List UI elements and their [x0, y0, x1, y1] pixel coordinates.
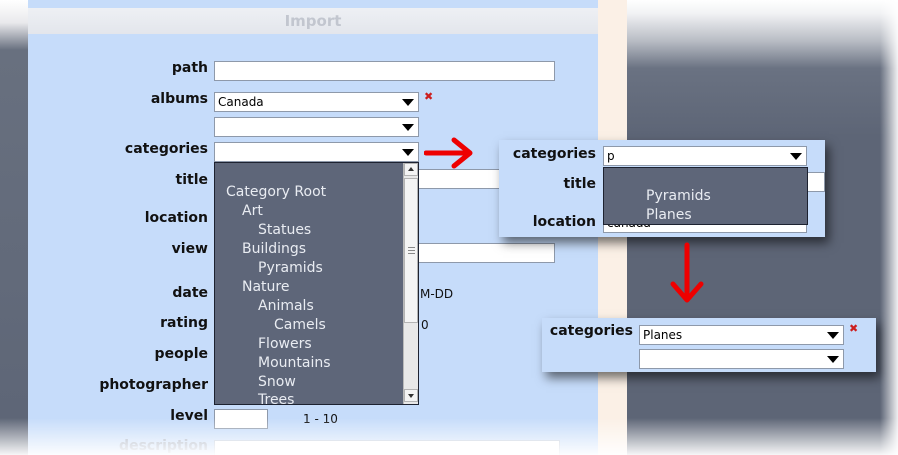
- people-label: people: [154, 346, 208, 362]
- dropdown-scrollbar[interactable]: [403, 163, 418, 404]
- scroll-up-icon[interactable]: [404, 163, 418, 176]
- category-option[interactable]: Nature: [242, 279, 290, 295]
- rating-range-hint: 0: [421, 318, 429, 332]
- rating-label: rating: [160, 315, 208, 331]
- category-option[interactable]: Trees: [258, 392, 295, 405]
- category-option[interactable]: Art: [242, 203, 263, 219]
- photographer-label: photographer: [99, 377, 208, 393]
- category-option[interactable]: Flowers: [258, 336, 312, 352]
- selected-categories-value: Planes: [643, 328, 683, 342]
- level-label: level: [170, 408, 208, 424]
- arrow-right-icon: [424, 137, 473, 169]
- category-option[interactable]: Pyramids: [258, 260, 323, 276]
- level-input[interactable]: [214, 409, 268, 429]
- chevron-down-icon: [827, 332, 839, 339]
- grip-icon: [408, 247, 415, 248]
- title-label: title: [175, 172, 208, 188]
- selected-categories-select-empty[interactable]: [639, 349, 844, 369]
- path-input[interactable]: [214, 61, 555, 81]
- category-option[interactable]: Planes: [646, 207, 692, 223]
- popup-categories-value: p: [607, 149, 615, 163]
- level-range-hint: 1 - 10: [303, 412, 338, 426]
- popup-title-input[interactable]: [806, 172, 825, 192]
- panel-title: Import: [28, 8, 598, 34]
- albums-label: albums: [150, 91, 208, 107]
- categories-select[interactable]: [214, 142, 419, 162]
- albums-select[interactable]: Canada: [214, 92, 419, 112]
- chevron-down-icon: [827, 356, 839, 363]
- category-option[interactable]: Statues: [258, 222, 312, 238]
- view-input[interactable]: [418, 243, 555, 263]
- date-label: date: [172, 285, 208, 301]
- popup-title-label: title: [563, 176, 596, 192]
- path-label: path: [171, 60, 208, 76]
- grip-icon: [408, 250, 415, 251]
- description-input[interactable]: [214, 440, 560, 455]
- background-left: [0, 0, 28, 455]
- popup-categories-select[interactable]: p: [603, 146, 807, 166]
- arrow-down-icon: [670, 242, 704, 303]
- edge-fade: [880, 0, 898, 455]
- albums-select-empty[interactable]: [214, 117, 419, 137]
- albums-select-value: Canada: [218, 95, 264, 109]
- chevron-down-icon: [402, 124, 414, 131]
- chevron-down-icon: [402, 149, 414, 156]
- date-format-hint: M-DD: [420, 287, 454, 301]
- view-label: view: [171, 241, 208, 257]
- chevron-down-icon: [790, 153, 802, 160]
- selected-categories-select[interactable]: Planes: [639, 325, 844, 345]
- remove-category-icon[interactable]: ✖: [849, 322, 859, 335]
- category-option[interactable]: Mountains: [258, 355, 331, 371]
- popup-categories-label: categories: [512, 146, 596, 162]
- popup-location-label: location: [532, 214, 596, 230]
- category-dropdown-list[interactable]: Category Root Art Statues Buildings Pyra…: [214, 162, 419, 405]
- scroll-down-icon[interactable]: [404, 389, 418, 402]
- categories-label: categories: [124, 141, 208, 157]
- chevron-down-icon: [402, 99, 414, 106]
- category-option[interactable]: Animals: [258, 298, 314, 314]
- scrollbar-thumb[interactable]: [404, 178, 418, 323]
- category-option[interactable]: Snow: [258, 374, 296, 390]
- description-label: description: [119, 438, 208, 454]
- category-option[interactable]: Camels: [274, 317, 326, 333]
- category-option[interactable]: Buildings: [242, 241, 307, 257]
- popup-match-list[interactable]: Pyramids Planes: [603, 167, 808, 225]
- grip-icon: [408, 253, 415, 254]
- remove-album-icon[interactable]: ✖: [424, 90, 434, 103]
- selected-categories-label: categories: [549, 323, 633, 339]
- location-label: location: [144, 210, 208, 226]
- category-option[interactable]: Pyramids: [646, 188, 711, 204]
- category-option[interactable]: Category Root: [226, 184, 327, 200]
